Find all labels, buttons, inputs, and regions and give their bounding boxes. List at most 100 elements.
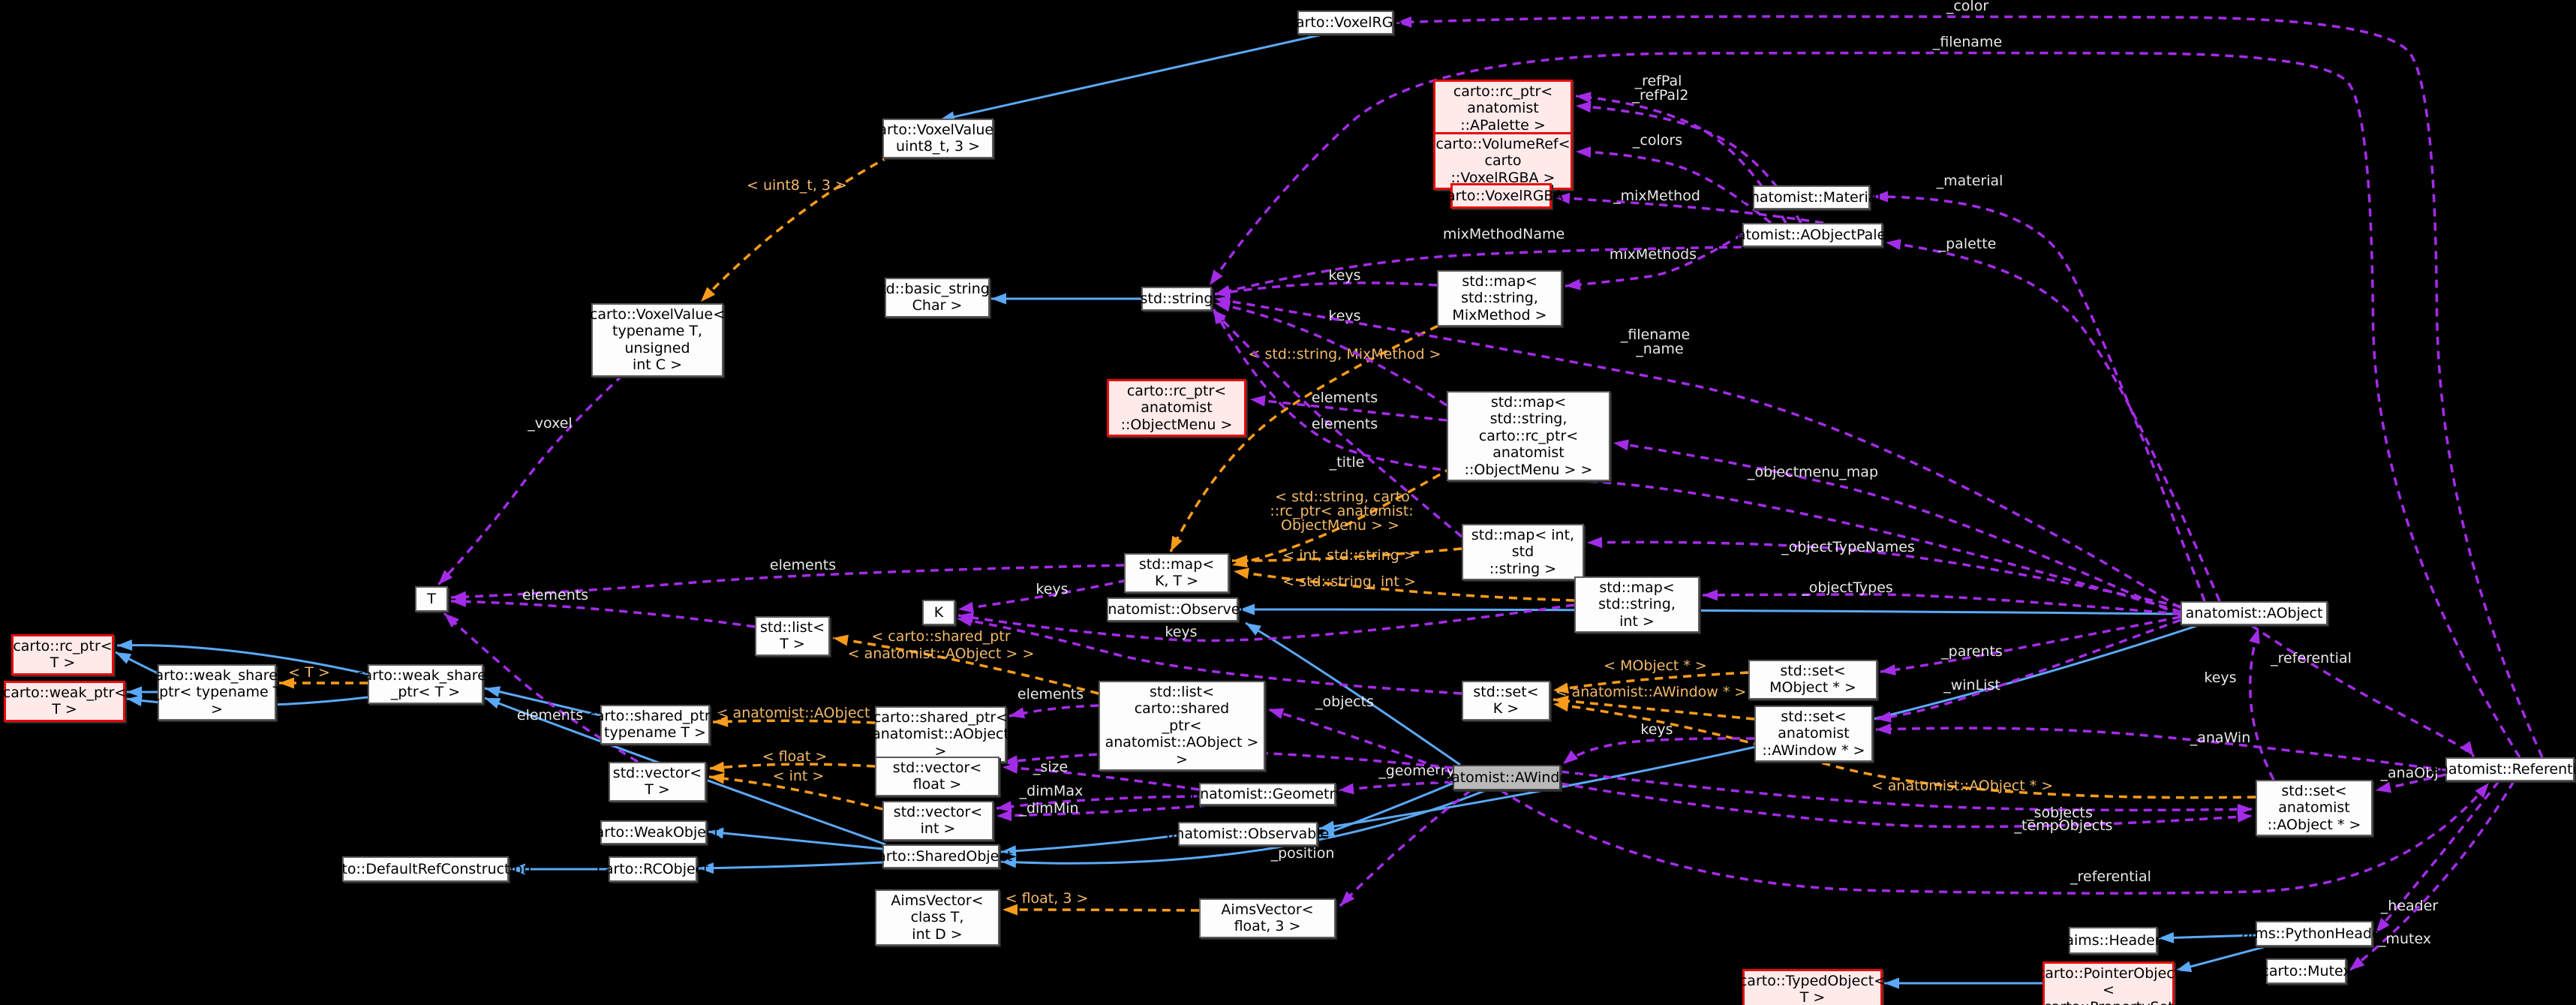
arrowhead	[438, 570, 453, 585]
node-set-aobject[interactable]: std::set< anatomist ::AObject * >	[2256, 780, 2373, 837]
node-rcptr-apalette[interactable]: carto::rc_ptr< anatomist ::APalette >	[1433, 80, 1573, 138]
node-vector-float[interactable]: std::vector< float >	[875, 757, 999, 796]
node-sharedptr-t[interactable]: carto::shared_ptr< typename T >	[588, 705, 723, 745]
node-voxelrgba[interactable]: carto::VoxelRGBA	[1439, 183, 1563, 209]
node-t-node[interactable]: T	[415, 586, 448, 612]
edge-usage-referential-stdstring	[1208, 51, 2521, 758]
edge-label: _sobjects	[2026, 805, 2093, 821]
node-basicstring[interactable]: std::basic_string< Char >	[873, 278, 1002, 317]
arrowhead	[991, 293, 1006, 305]
edge-usage-aobjectpalette-voxelrgba	[1554, 196, 1824, 224]
arrowhead	[1001, 856, 1017, 868]
node-set-mobject[interactable]: std::set< MObject * >	[1748, 660, 1877, 700]
node-defaultref[interactable]: carto::DefaultRefConstruction	[320, 856, 531, 882]
node-pythonheader[interactable]: aims::PythonHeader	[2241, 921, 2387, 946]
edge-label: _voxel	[527, 415, 572, 432]
edge-usage-set-awindow-awindow	[1562, 737, 1755, 766]
node-list-t[interactable]: std::list< T >	[755, 616, 830, 656]
node-voxelvalue-t[interactable]: carto::VoxelValue< typename T, unsigned …	[590, 303, 725, 377]
arrowhead	[1876, 711, 1892, 723]
edge-label: _filename	[1620, 326, 1690, 343]
node-list-sharedptr[interactable]: std::list< carto::shared _ptr< anatomist…	[1099, 681, 1265, 772]
node-aimsvector-t[interactable]: AimsVector< class T, int D >	[875, 889, 999, 946]
edge-label: _material	[1936, 173, 2003, 189]
edge-label: _objectmenu_map	[1747, 464, 1878, 480]
edge-label: < T >	[288, 664, 330, 681]
node-weakshared-t[interactable]: carto::weak_shared _ptr< T >	[356, 664, 495, 704]
arrowhead	[1171, 535, 1183, 552]
edge-label: < MObject * >	[1604, 657, 1707, 674]
node-set-k[interactable]: std::set< K >	[1462, 681, 1550, 721]
edge-inherit-awindow-observable	[1318, 781, 1456, 838]
arrowhead	[1576, 92, 1592, 104]
edge-label: _size	[1033, 759, 1068, 775]
node-map-kt[interactable]: std::map< K, T >	[1124, 553, 1229, 593]
edge-label: elements	[1312, 416, 1378, 432]
arrowhead	[1880, 663, 1896, 676]
edge-inherit-weakshared-t-rcptr-t	[116, 644, 368, 676]
node-map-int-string[interactable]: std::map< int, std ::string >	[1462, 524, 1584, 581]
arrowhead	[1587, 537, 1603, 549]
edge-label: _objects	[1315, 694, 1374, 710]
edge-label: _referential	[2070, 868, 2151, 885]
node-aobject[interactable]: anatomist::AObject	[2181, 601, 2328, 625]
arrowhead	[1553, 700, 1569, 712]
node-rcptr-t[interactable]: carto::rc_ptr< T >	[11, 634, 114, 676]
node-vector-int[interactable]: std::vector< int >	[882, 801, 993, 841]
edge-template-sharedptr-aobject-sharedptr-t	[712, 719, 876, 724]
node-typedobject[interactable]: carto::TypedObject< T >	[1739, 969, 1886, 1005]
node-observer[interactable]: anatomist::Observer	[1099, 597, 1246, 621]
node-volumeref-voxelrgba[interactable]: carto::VolumeRef< carto ::VoxelRGBA >	[1433, 132, 1573, 191]
node-aimsvector-float3[interactable]: AimsVector< float, 3 >	[1199, 898, 1336, 938]
node-awindow[interactable]: anatomist::AWindow	[1433, 765, 1580, 790]
node-voxelvalue-uint8[interactable]: carto::VoxelValue< uint8_t, 3 >	[870, 119, 1005, 158]
node-mutex[interactable]: carto::Mutex	[2261, 958, 2352, 984]
node-k-node[interactable]: K	[922, 600, 955, 625]
node-vector-t[interactable]: std::vector< T >	[609, 762, 706, 802]
edge-usage-vector-t-t-node	[443, 612, 639, 763]
edge-inherit-awindow-sharedobject	[1000, 789, 1486, 865]
node-header[interactable]: aims::Header	[2065, 927, 2161, 954]
node-sharedobject[interactable]: carto::SharedObject	[870, 844, 1012, 868]
node-pointerobject[interactable]: carto::PointerObject < carto::PropertySe…	[2037, 961, 2180, 1005]
edge-usage-aobject-map-int-string	[1586, 540, 2181, 608]
node-rcptr-objectmenu[interactable]: carto::rc_ptr< anatomist ::ObjectMenu >	[1107, 379, 1246, 438]
edge-usage-aobject-map-string-int	[1702, 593, 2181, 615]
node-weakptr-t[interactable]: carto::weak_ptr< T >	[3, 681, 126, 722]
edge-usage-awindow-set-aobject	[1560, 782, 2253, 829]
node-aobjectpalette[interactable]: anatomist::AObjectPalette	[1719, 223, 1906, 247]
arrowhead	[2475, 783, 2489, 799]
node-weakshared-typename[interactable]: carto::weak_shared _ptr< typename T >	[147, 664, 287, 721]
node-material[interactable]: anatomist::Material	[1742, 185, 1881, 209]
node-set-awindow[interactable]: std::set< anatomist ::AWindow * >	[1754, 706, 1873, 763]
node-map-mixmethod[interactable]: std::map< std::string, MixMethod >	[1437, 270, 1562, 327]
edge-inherit-voxelrgb-voxelvalue-uint8	[939, 33, 1323, 122]
node-sharedptr-aobject[interactable]: carto::shared_ptr< anatomist::AObject >	[872, 706, 1009, 763]
node-voxelrgb[interactable]: carto::VoxelRGB	[1288, 11, 1402, 35]
edge-label: keys	[1328, 267, 1360, 284]
arrowhead	[2349, 956, 2365, 970]
node-map-objectmenu[interactable]: std::map< std::string, carto::rc_ptr< an…	[1447, 391, 1610, 482]
node-geometry[interactable]: anatomist::Geometry	[1191, 783, 1344, 806]
node-observable[interactable]: anatomist::Observable	[1167, 822, 1329, 846]
node-map-string-int[interactable]: std::map< std::string, int >	[1574, 576, 1700, 633]
arrowhead	[2376, 781, 2392, 793]
edge-label: < uint8_t, 3 >	[747, 177, 847, 194]
arrowhead	[1884, 977, 1899, 989]
arrowhead	[127, 686, 142, 698]
arrowhead	[1215, 295, 1231, 307]
node-stdstring[interactable]: std::string	[1141, 287, 1213, 311]
node-rcobject[interactable]: carto::RCObject	[597, 856, 709, 882]
edge-label: mixMethods	[1610, 246, 1697, 263]
node-weakobject[interactable]: carto::WeakObject	[588, 820, 720, 844]
edge-label: < std::string, MixMethod >	[1249, 346, 1441, 363]
arrowhead	[127, 695, 143, 707]
node-referential[interactable]: anatomist::Referential	[2430, 757, 2576, 781]
edge-label: _objectTypeNames	[1781, 539, 1915, 555]
edge-label: _filename	[1932, 34, 2002, 50]
edge-label: _anaObj	[2379, 765, 2438, 781]
edge-usage-map-objectmenu-rcptr-objectmenu	[1249, 398, 1447, 422]
arrowhead	[709, 772, 725, 784]
edge-usage-aobject-referential	[2250, 624, 2475, 758]
